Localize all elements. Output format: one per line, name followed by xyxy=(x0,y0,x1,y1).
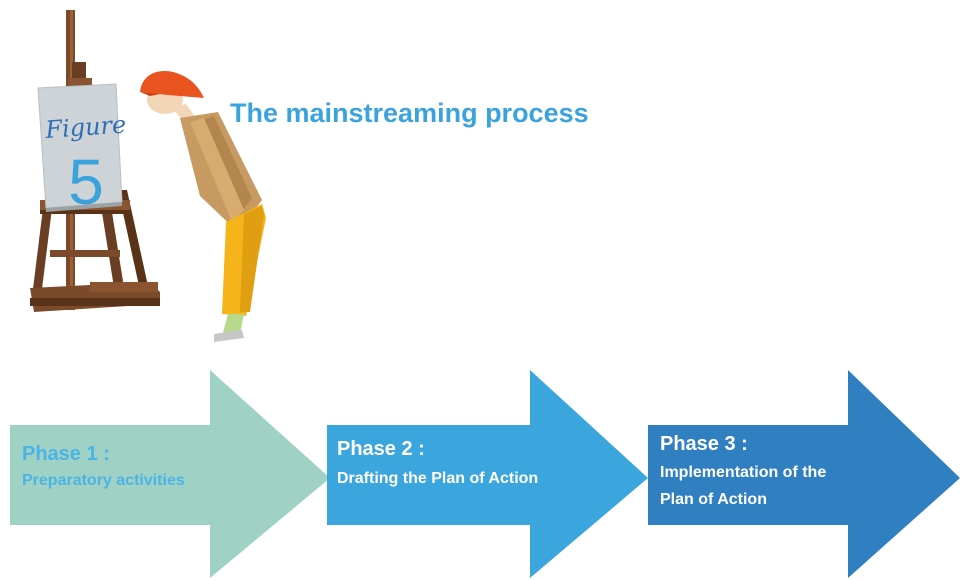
easel-illustration: Figure 5 xyxy=(30,10,266,342)
phase-arrows xyxy=(10,370,960,578)
figure-word: Figure xyxy=(43,110,127,144)
phase-3-description-line-1: Implementation of the xyxy=(660,464,827,481)
phase-1-title: Phase 1 : xyxy=(22,443,110,465)
phase-3-arrow xyxy=(648,370,960,578)
phase-3-label: Phase 3 : Implementation of the Plan of … xyxy=(660,431,826,513)
diagram-title: The mainstreaming process xyxy=(230,98,589,128)
phase-1-description: Preparatory activities xyxy=(22,472,185,489)
phase-1-arrow xyxy=(10,370,330,578)
phase-2-description: Drafting the Plan of Action xyxy=(337,470,539,487)
phase-3-description: Implementation of the Plan of Action xyxy=(660,459,826,513)
person-looking-icon xyxy=(140,70,266,342)
figure-number: 5 xyxy=(68,146,104,218)
phase-1-label: Phase 1 : Preparatory activities xyxy=(22,441,185,493)
phase-3-description-line-2: Plan of Action xyxy=(660,491,767,508)
phase-2-label: Phase 2 : Drafting the Plan of Action xyxy=(337,436,538,491)
canvas-board: Figure 5 xyxy=(37,83,127,218)
phase-2-title: Phase 2 : xyxy=(337,438,425,460)
phase-2-arrow xyxy=(327,370,648,578)
phase-3-title: Phase 3 : xyxy=(660,433,748,455)
